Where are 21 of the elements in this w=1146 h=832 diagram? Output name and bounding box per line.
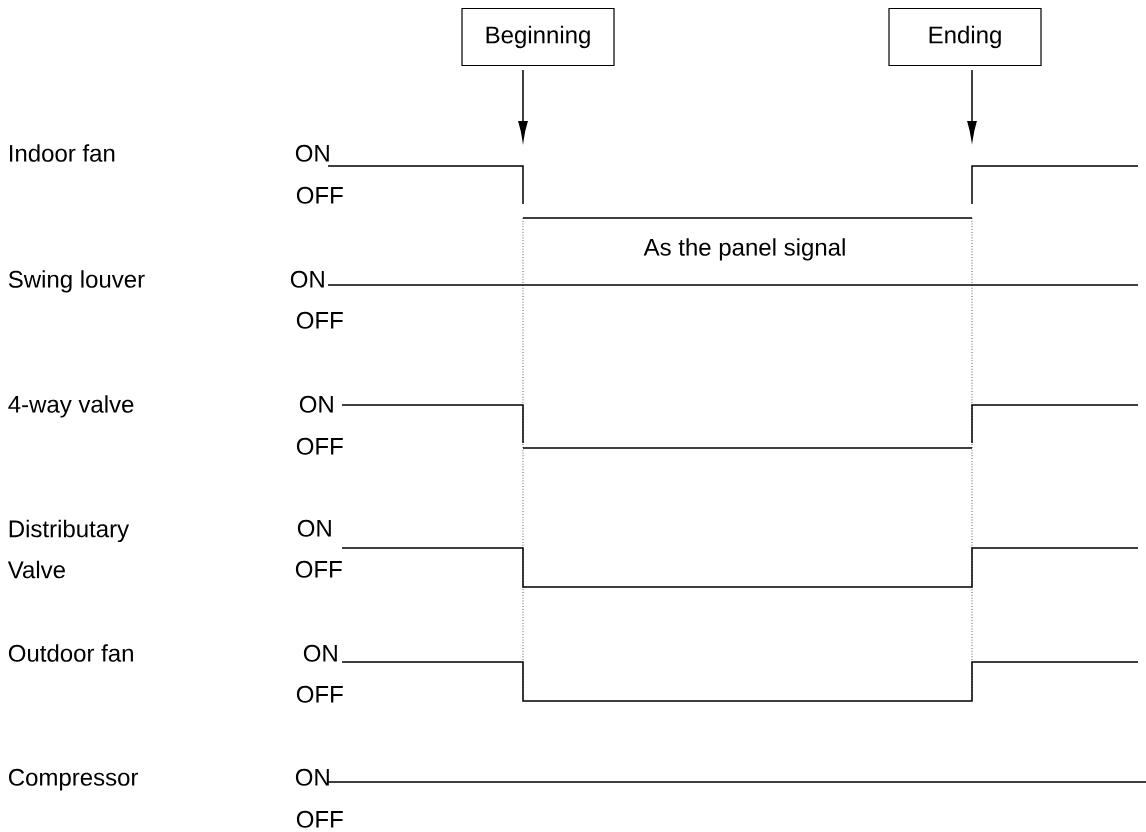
event-box: Beginning — [461, 7, 615, 67]
state-label: ON — [299, 395, 333, 413]
state-label: ON — [290, 270, 324, 288]
state-label: ON — [303, 644, 337, 662]
state-label: OFF — [296, 186, 343, 204]
state-label: OFF — [296, 437, 343, 455]
state-label: OFF — [295, 560, 342, 578]
signal-note: As the panel signal — [643, 238, 845, 261]
state-label: OFF — [296, 311, 343, 329]
signal-name: Distributary Valve — [7, 519, 130, 579]
signal-name: Outdoor fan — [8, 644, 133, 662]
signal-name: Swing louver — [8, 270, 145, 293]
signal-name: Indoor fan — [10, 144, 115, 162]
signal-name: Compressor — [9, 768, 139, 791]
event-box: Ending — [888, 7, 1042, 67]
state-label: ON — [295, 144, 329, 162]
state-label: OFF — [296, 810, 343, 828]
state-label: OFF — [296, 685, 343, 703]
state-label: ON — [297, 519, 331, 537]
state-label: ON — [295, 768, 329, 786]
signal-name: 4-way valve — [8, 395, 134, 418]
